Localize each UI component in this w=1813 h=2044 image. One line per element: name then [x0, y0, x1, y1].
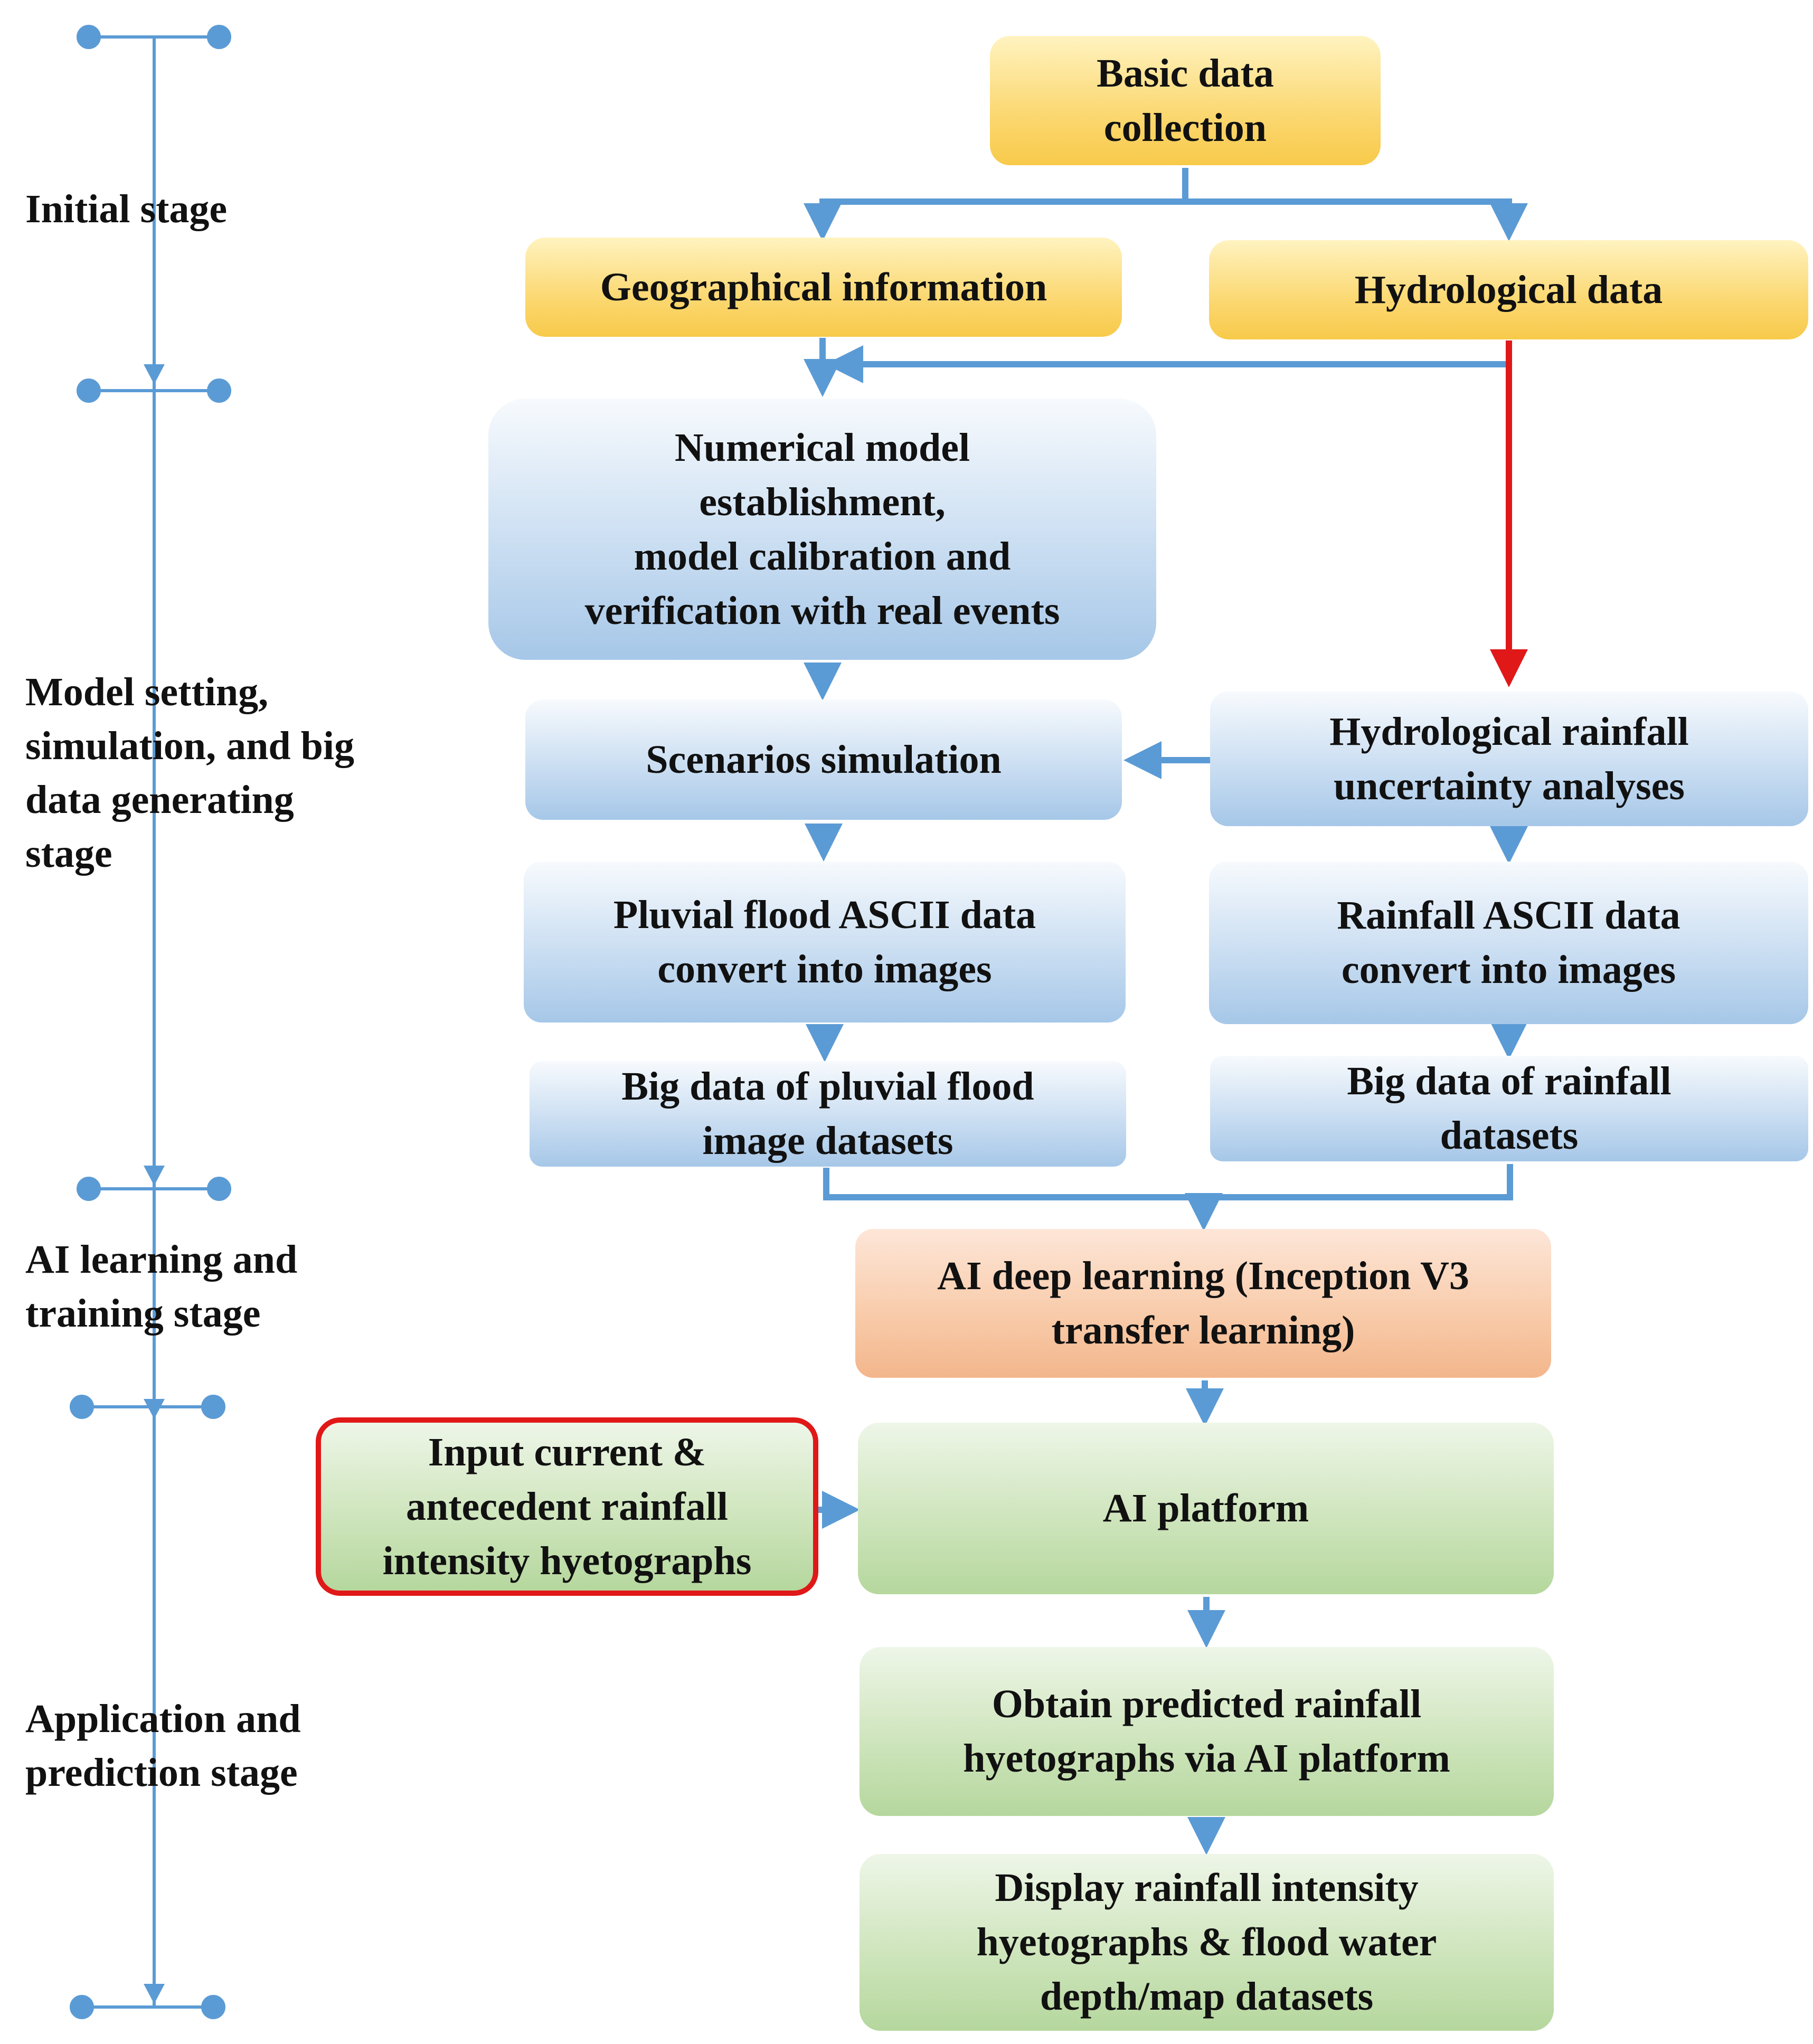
timeline-arrowhead: [144, 1166, 165, 1186]
scenarios-simulation-box: Scenarios simulation: [525, 699, 1122, 820]
timeline-node: [77, 25, 101, 49]
timeline-arrowhead: [144, 1399, 165, 1419]
timeline-node: [207, 378, 231, 403]
timeline-node: [70, 1395, 94, 1419]
hydrological-rainfall-uncertainty-box: Hydrological rainfall uncertainty analys…: [1210, 692, 1808, 826]
merge-big-data: [823, 1164, 1513, 1200]
timeline-node: [77, 1177, 101, 1201]
timeline-node: [77, 378, 101, 403]
numerical-model-box: Numerical model establishment, model cal…: [488, 399, 1156, 660]
hydrological-data-box: Hydrological data: [1209, 240, 1808, 339]
display-rainfall-box: Display rainfall intensity hyetographs &…: [860, 1854, 1554, 2031]
timeline-arrowhead: [144, 1984, 165, 2004]
arrow-basic-to-geo: [804, 168, 1188, 241]
basic-data-collection-box: Basic data collection: [990, 36, 1381, 165]
rainfall-ascii-box: Rainfall ASCII data convert into images: [1209, 862, 1808, 1024]
timeline-node: [201, 1995, 225, 2019]
timeline-node: [207, 1177, 231, 1201]
timeline-node: [70, 1995, 94, 2019]
obtain-predicted-box: Obtain predicted rainfall hyetographs vi…: [860, 1647, 1554, 1816]
input-current-box: Input current & antecedent rainfall inte…: [316, 1417, 818, 1596]
stage-label-application: Application and prediction stage: [25, 1697, 301, 1795]
ai-platform-box: AI platform: [858, 1423, 1554, 1594]
timeline-arrowhead: [144, 364, 165, 384]
stage-label-initial: Initial stage: [25, 187, 228, 231]
big-data-rainfall-box: Big data of rainfall datasets: [1210, 1056, 1808, 1161]
timeline-node: [201, 1395, 225, 1419]
ai-deep-learning-box: AI deep learning (Inception V3 transfer …: [855, 1229, 1551, 1378]
stage-timeline: [70, 25, 231, 2019]
big-data-pluvial-box: Big data of pluvial flood image datasets: [530, 1061, 1126, 1167]
timeline-node: [207, 25, 231, 49]
stage-label-model: Model setting, simulation, and big data …: [25, 670, 354, 876]
arrow-basic-to-hydro: [1185, 198, 1528, 241]
geographical-information-box: Geographical information: [525, 238, 1122, 337]
pluvial-ascii-box: Pluvial flood ASCII data convert into im…: [524, 862, 1126, 1023]
stage-label-ai: AI learning and training stage: [25, 1237, 298, 1336]
